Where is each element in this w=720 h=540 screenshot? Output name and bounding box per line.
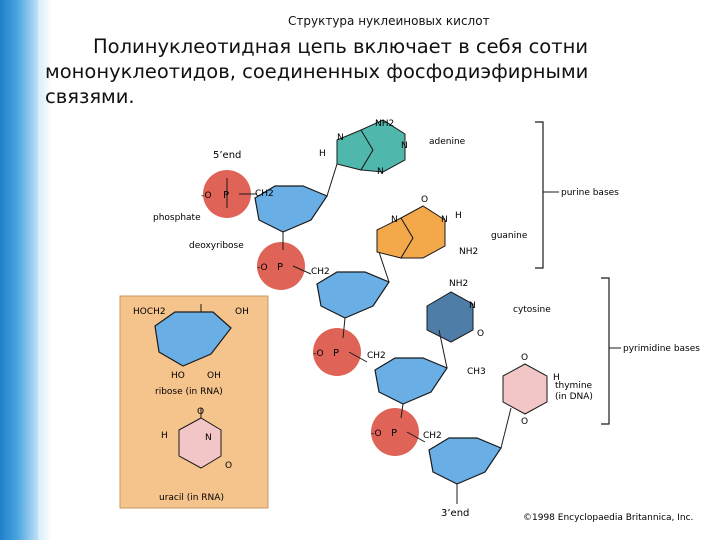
group-nh2-guanine: NH2 — [459, 247, 478, 257]
phosphate-p-2: P — [277, 262, 283, 273]
label-thymine: thymine (in DNA) — [555, 381, 595, 402]
cytosine-o: O — [477, 329, 484, 339]
label-guanine: guanine — [491, 231, 528, 241]
group-nh2-adenine: NH2 — [375, 119, 394, 129]
label-adenine: adenine — [429, 137, 466, 147]
slide-heading-text: Полинуклеотидная цепь включает в себя со… — [45, 35, 589, 108]
sugar-deoxyribose-3 — [374, 357, 448, 405]
sugar-ribose — [154, 311, 232, 367]
phosphate-circle-4 — [371, 408, 419, 456]
label-purine-bases: purine bases — [561, 188, 619, 198]
base-cytosine-ring — [426, 291, 474, 343]
label-thymine-line1: thymine — [555, 381, 593, 391]
backbone-bonds — [200, 163, 512, 504]
phosphate-p-4: P — [391, 428, 397, 439]
sugar-deoxyribose-2 — [316, 271, 390, 319]
label-deoxyribose: deoxyribose — [189, 241, 244, 251]
adenine-h: H — [319, 149, 326, 159]
guanine-n-1: N — [391, 215, 398, 225]
adenine-n-3: N — [401, 141, 408, 151]
group-ch2-1: CH2 — [255, 189, 274, 199]
guanine-h: H — [455, 211, 462, 221]
phosphate-ominus-2: -O — [257, 263, 268, 273]
group-ch2-3: CH2 — [367, 351, 386, 361]
phosphate-ominus-1: -O — [201, 191, 212, 201]
guanine-n-2: N — [441, 215, 448, 225]
label-3-end: 3’end — [441, 508, 469, 519]
uracil-o-bottom: O — [225, 461, 232, 471]
label-pyrimidine-bases: pyrimidine bases — [623, 344, 700, 354]
phosphate-circle-2 — [257, 242, 305, 290]
phosphate-circle-3 — [313, 328, 361, 376]
uracil-o-top: O — [197, 407, 204, 417]
uracil-n: N — [205, 433, 212, 443]
sugar-deoxyribose-4 — [428, 437, 502, 485]
guanine-o: O — [421, 195, 428, 205]
purine-bracket — [535, 121, 544, 269]
base-adenine-ring6 — [360, 119, 406, 173]
thymine-o-bottom: O — [521, 417, 528, 427]
group-ribose-oh-top: OH — [235, 307, 249, 317]
label-5-end: 5’end — [213, 150, 241, 161]
group-ch2-4: CH2 — [423, 431, 442, 441]
nucleic-acid-diagram: 5’end 3’end phosphate deoxyribose adenin… — [119, 119, 700, 523]
label-ribose: ribose (in RNA) — [155, 387, 223, 397]
group-ch2-2: CH2 — [311, 267, 330, 277]
label-thymine-line2: (in DNA) — [555, 392, 593, 402]
base-thymine-ring — [502, 363, 548, 415]
group-ribose-ho: HO — [171, 371, 185, 381]
slide-heading: Полинуклеотидная цепь включает в себя со… — [45, 34, 675, 109]
base-guanine-ring6 — [400, 205, 446, 259]
group-hoch2: HOCH2 — [133, 307, 166, 317]
sugar-deoxyribose-1 — [254, 185, 328, 233]
copyright-notice: ©1998 Encyclopaedia Britannica, Inc. — [523, 513, 693, 523]
slide-small-title: Структура нуклеиновых кислот — [288, 14, 490, 28]
pyrimidine-bracket — [601, 277, 610, 425]
group-nh2-cytosine: NH2 — [449, 279, 468, 289]
phosphate-ominus-4: -O — [371, 429, 382, 439]
slide-decor-band — [0, 0, 52, 540]
label-phosphate: phosphate — [153, 213, 201, 223]
group-ch3: CH3 — [467, 367, 486, 377]
uracil-h: H — [161, 431, 168, 441]
adenine-n-1: N — [337, 133, 344, 143]
cytosine-n: N — [469, 301, 476, 311]
label-cytosine: cytosine — [513, 305, 551, 315]
thymine-o-top: O — [521, 353, 528, 363]
label-uracil: uracil (in RNA) — [159, 493, 224, 503]
phosphate-p-1: P — [223, 190, 229, 201]
group-ribose-oh: OH — [207, 371, 221, 381]
thymine-h: H — [553, 373, 560, 383]
phosphate-ominus-3: -O — [313, 349, 324, 359]
phosphate-p-3: P — [333, 348, 339, 359]
adenine-n-2: N — [377, 167, 384, 177]
